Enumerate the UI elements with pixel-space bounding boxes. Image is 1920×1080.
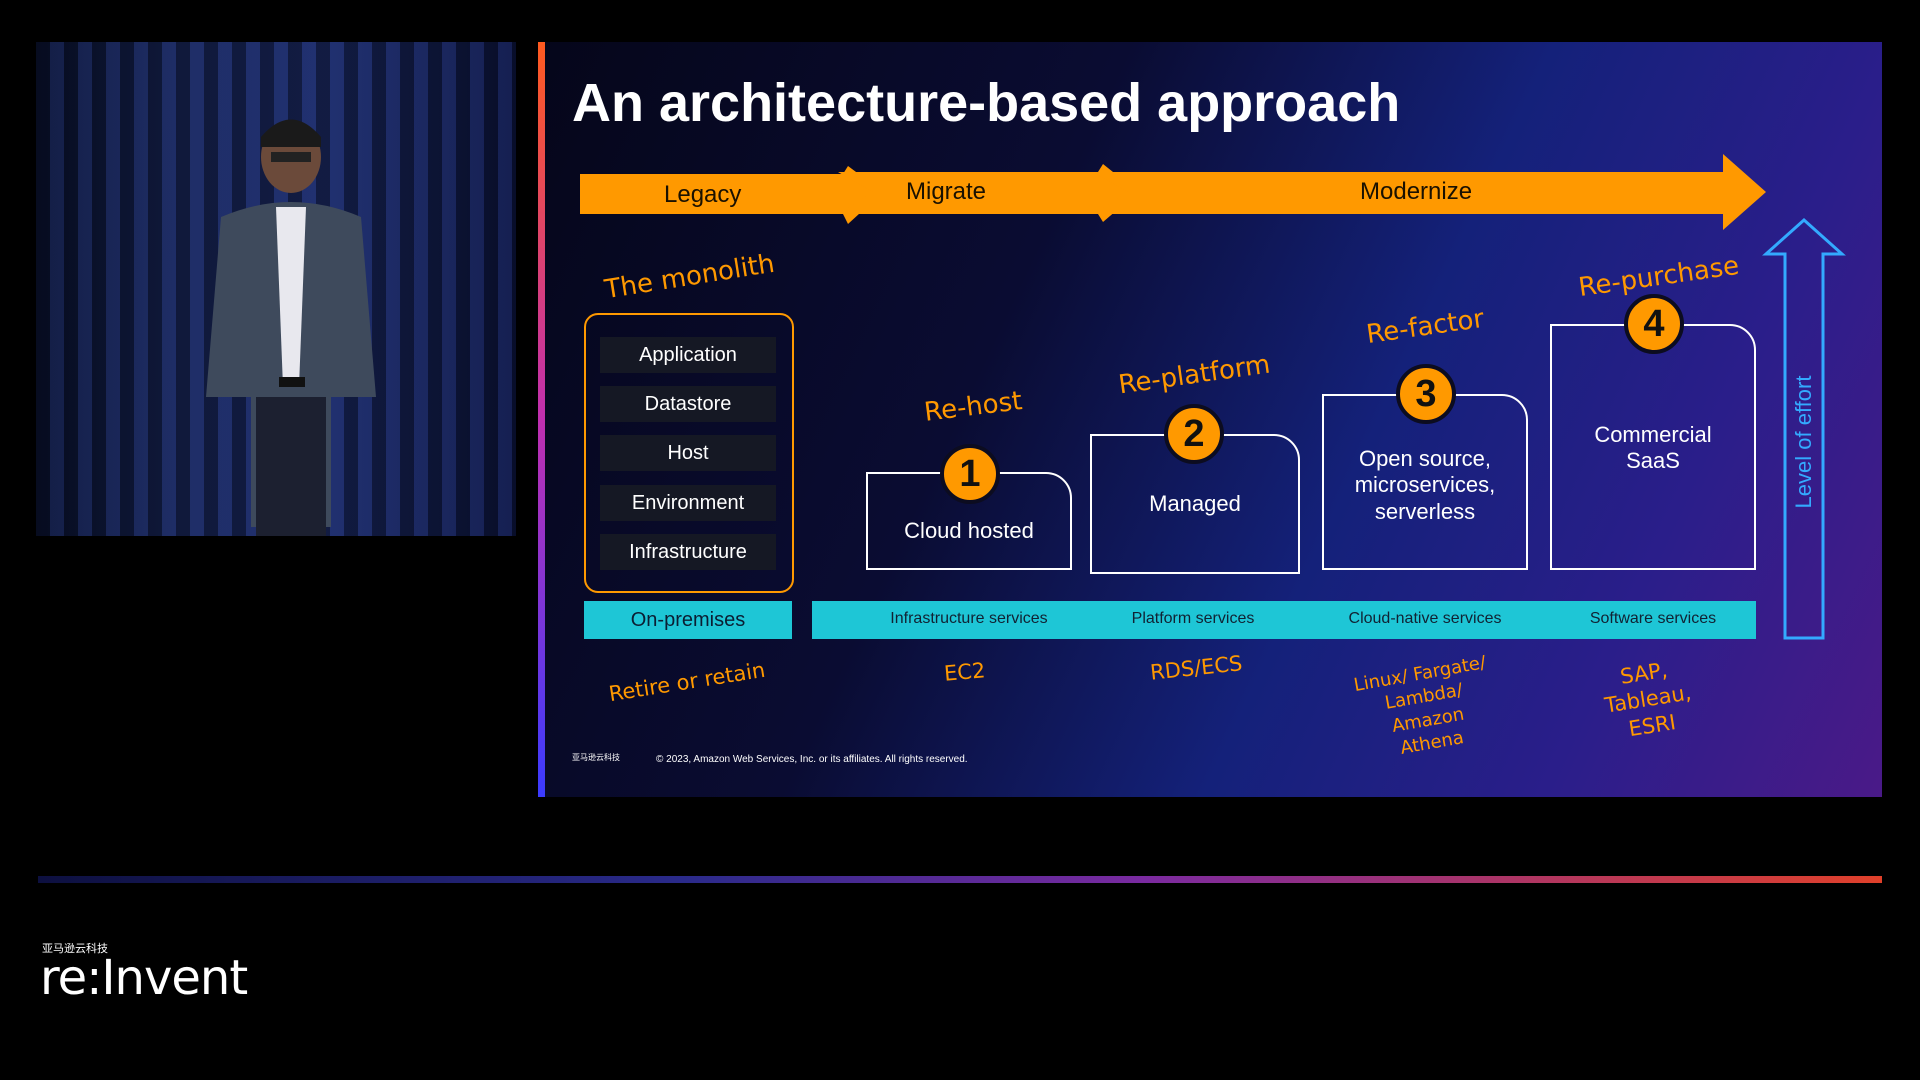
step3-badge: 3 — [1396, 364, 1456, 424]
slide-title: An architecture-based approach — [572, 73, 1401, 133]
step3-box-label: Open source, microservices, serverless — [1354, 446, 1496, 524]
service-software: Software services — [1589, 610, 1717, 627]
gradient-divider — [38, 876, 1882, 883]
step2-box: Managed — [1090, 434, 1300, 574]
layer-infrastructure: Infrastructure — [600, 534, 776, 570]
layer-host: Host — [600, 435, 776, 471]
layer-datastore: Datastore — [600, 386, 776, 422]
reinvent-logo: re:Invent — [40, 950, 248, 1006]
example-ec2: EC2 — [943, 658, 987, 686]
phase-legacy: Legacy — [664, 181, 742, 208]
phase-modernize: Modernize — [1360, 178, 1473, 205]
service-infrastructure: Infrastructure services — [890, 610, 1048, 627]
speaker-video — [36, 42, 516, 536]
step4-box-label: Commercial SaaS — [1594, 422, 1712, 474]
presentation-slide: An architecture-based approach Legacy Mi… — [538, 42, 1882, 797]
slide-accent-bar — [538, 42, 545, 797]
on-premises-label: On-premises — [630, 608, 746, 631]
step2-box-label: Managed — [1149, 490, 1241, 516]
speaker-figure — [206, 119, 376, 536]
step2-badge: 2 — [1164, 404, 1224, 464]
monolith-box — [584, 313, 794, 593]
phase-migrate: Migrate — [906, 178, 987, 205]
on-premises-band: On-premises — [584, 601, 792, 639]
slide-copyright: © 2023, Amazon Web Services, Inc. or its… — [656, 754, 968, 765]
step1-box-label: Cloud hosted — [904, 517, 1034, 543]
service-cloud-native: Cloud-native services — [1348, 610, 1502, 627]
level-of-effort-label: Level of effort — [1791, 375, 1816, 509]
step4-box: Commercial SaaS — [1550, 324, 1756, 570]
services-band — [812, 601, 1756, 639]
step1-badge: 1 — [940, 444, 1000, 504]
phase-arrows — [580, 154, 1846, 640]
brand-subtitle: 亚马逊云科技 — [42, 943, 108, 955]
layer-application: Application — [600, 337, 776, 373]
layer-environment: Environment — [600, 485, 776, 521]
slide-small-logo: 亚马逊云科技 — [572, 753, 620, 762]
step3-box: Open source, microservices, serverless — [1322, 394, 1528, 570]
step4-badge: 4 — [1624, 294, 1684, 354]
service-platform: Platform services — [1131, 610, 1255, 627]
